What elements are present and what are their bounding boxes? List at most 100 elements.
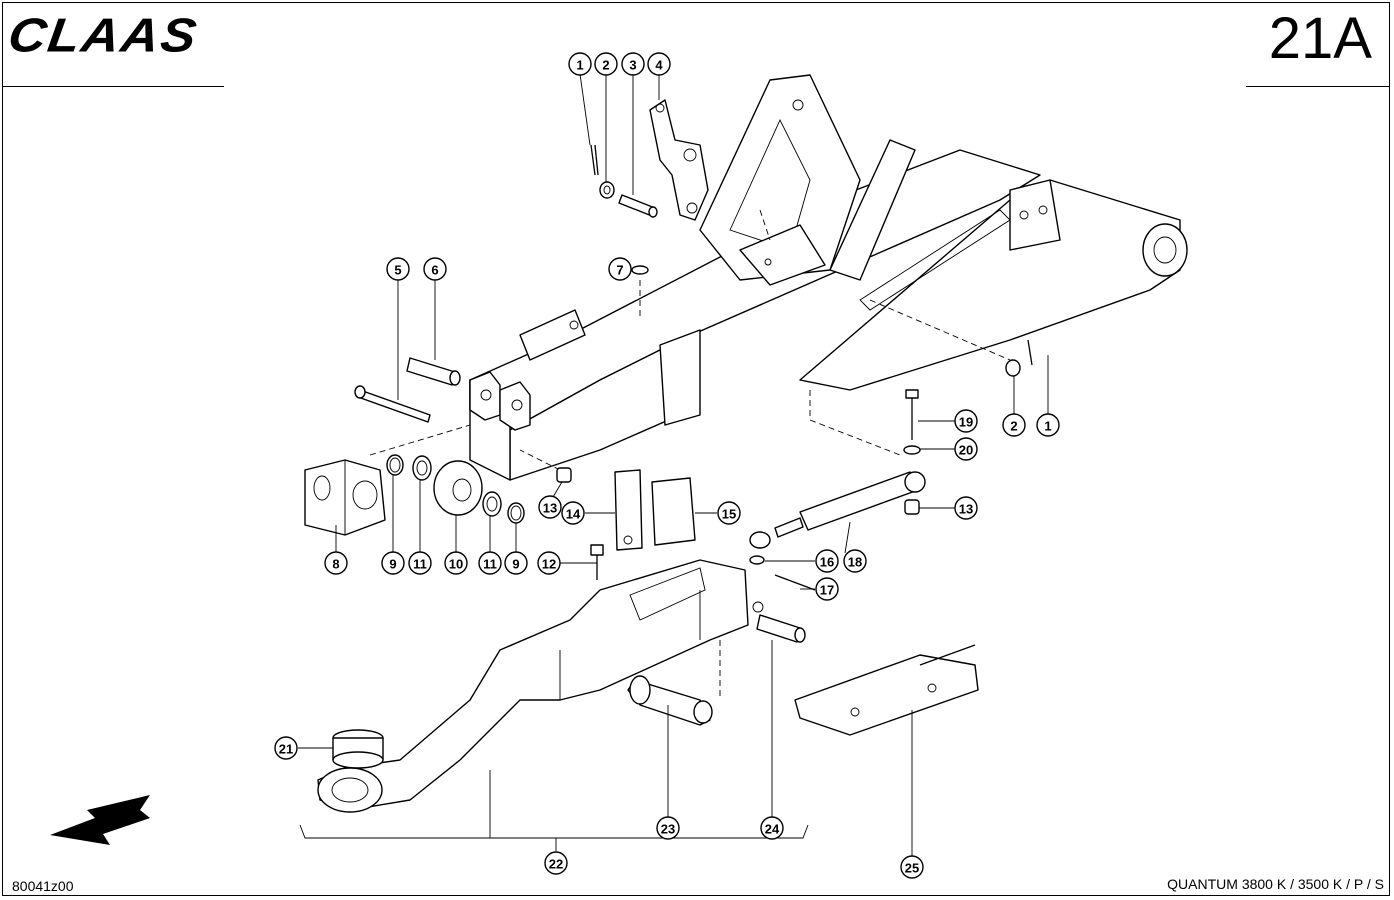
callout-label: 4 xyxy=(655,58,663,73)
callout-label: 25 xyxy=(905,861,919,876)
callout-circle xyxy=(594,52,618,76)
washer-20 xyxy=(903,445,921,455)
callout-c22: 22 xyxy=(544,851,568,875)
bolt-12 xyxy=(590,544,604,580)
travel-direction-arrow xyxy=(50,795,150,845)
callout-circle xyxy=(954,496,978,520)
callout-label: 22 xyxy=(549,857,563,872)
callout-circle xyxy=(408,551,432,575)
callout-c12: 12 xyxy=(537,551,561,575)
callout-circle xyxy=(1002,413,1026,437)
pad-15 xyxy=(651,477,696,546)
callout-circle xyxy=(537,551,561,575)
pin-24 xyxy=(756,614,806,643)
callout-label: 2 xyxy=(602,58,609,73)
callout-c13a: 13 xyxy=(538,495,562,519)
callout-label: 13 xyxy=(543,501,557,516)
callout-c17: 17 xyxy=(815,577,839,601)
callout-circle xyxy=(900,855,924,879)
page-number: 21A xyxy=(1268,6,1372,71)
bolt-19 xyxy=(905,389,919,440)
callout-label: 2 xyxy=(1010,419,1017,434)
callout-c11b: 11 xyxy=(478,551,502,575)
callout-label: 1 xyxy=(576,58,583,73)
callout-label: 17 xyxy=(820,583,834,598)
callout-circle xyxy=(386,257,410,281)
callout-circle xyxy=(561,501,585,525)
callout-label: 15 xyxy=(722,507,736,522)
bolt-5 xyxy=(354,385,431,423)
callout-c23: 23 xyxy=(656,816,680,840)
callout-circle xyxy=(544,851,568,875)
pin-3 xyxy=(618,194,658,218)
callout-label: 3 xyxy=(629,58,636,73)
callout-label: 11 xyxy=(483,557,497,572)
callout-circle xyxy=(444,551,468,575)
callout-circle xyxy=(760,816,784,840)
callout-c14: 14 xyxy=(561,501,585,525)
callout-label: 6 xyxy=(431,263,438,278)
callout-c11a: 11 xyxy=(408,551,432,575)
split-pin-1-right xyxy=(1027,339,1033,366)
callout-circle xyxy=(324,551,348,575)
header-rule-left xyxy=(2,86,224,87)
callout-circle xyxy=(815,549,839,573)
callout-label: 18 xyxy=(848,555,862,570)
callout-label: 16 xyxy=(820,555,834,570)
callout-label: 19 xyxy=(959,415,973,430)
bearing-11-right xyxy=(482,491,502,517)
callout-label: 20 xyxy=(959,443,973,458)
callout-c10: 10 xyxy=(444,551,468,575)
callout-c7: 7 xyxy=(608,257,632,281)
ball-joint-23 xyxy=(627,675,713,726)
callout-circle xyxy=(621,52,645,76)
plate-14 xyxy=(614,469,643,551)
callout-c25: 25 xyxy=(900,855,924,879)
callout-circle xyxy=(954,437,978,461)
callout-label: 1 xyxy=(1044,419,1051,434)
callout-c4: 4 xyxy=(647,52,671,76)
callout-c9b: 9 xyxy=(504,551,528,575)
callout-c8: 8 xyxy=(324,551,348,575)
model-designation: QUANTUM 3800 K / 3500 K / P / S xyxy=(1167,876,1384,892)
callout-circle xyxy=(478,551,502,575)
callout-circle xyxy=(423,257,447,281)
callout-label: 24 xyxy=(765,822,780,837)
washer-2 xyxy=(599,181,615,199)
callout-circle xyxy=(1036,413,1060,437)
split-pin-1 xyxy=(590,144,599,176)
bush-10 xyxy=(433,460,483,516)
header-rule-right xyxy=(1246,86,1390,87)
callout-c24: 24 xyxy=(760,816,784,840)
callout-c18: 18 xyxy=(843,549,867,573)
pin-6 xyxy=(406,357,461,386)
callout-c3: 3 xyxy=(621,52,645,76)
callout-label: 9 xyxy=(389,557,396,572)
nut-13-right xyxy=(904,499,920,515)
callout-circle xyxy=(717,501,741,525)
washer-16 xyxy=(749,555,765,565)
callout-c6: 6 xyxy=(423,257,447,281)
callout-circle xyxy=(656,816,680,840)
callout-circle xyxy=(608,257,632,281)
lower-arm-22 xyxy=(317,559,764,813)
callout-label: 11 xyxy=(413,557,427,572)
split-pin-17 xyxy=(774,574,816,591)
callout-label: 12 xyxy=(542,557,556,572)
callout-c15: 15 xyxy=(717,501,741,525)
nut-13-left xyxy=(556,467,572,483)
ring-9-left xyxy=(386,454,404,476)
cylinder-18 xyxy=(749,471,926,549)
callout-c2b: 2 xyxy=(1002,413,1026,437)
washer-2-right xyxy=(1005,359,1021,377)
bush-21 xyxy=(332,729,384,769)
callout-label: 10 xyxy=(449,557,463,572)
callout-c1a: 1 xyxy=(568,52,592,76)
callout-label: 23 xyxy=(661,822,675,837)
lever-4 xyxy=(649,99,709,221)
callout-c19: 19 xyxy=(954,409,978,433)
drawing-code: 80041z00 xyxy=(12,878,74,894)
